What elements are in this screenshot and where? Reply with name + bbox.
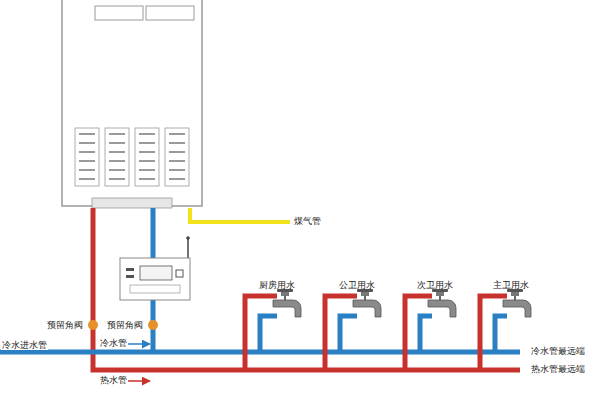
- outlet-label: 主卫用水: [492, 280, 530, 290]
- vent-slot: [165, 128, 189, 186]
- vent-slot: [139, 160, 155, 162]
- vent-slot: [135, 128, 159, 186]
- flow-arrow: [128, 380, 150, 382]
- outlet-label: 次卫用水: [416, 280, 454, 290]
- vent-slot: [169, 151, 185, 153]
- pipe-end-label: 冷水管最远端: [530, 346, 586, 356]
- vent-slot: [169, 142, 185, 144]
- pipe-label: 冷水管: [99, 338, 128, 348]
- gas-pipe-label: 煤气管: [293, 216, 322, 226]
- vent-slot: [139, 169, 155, 171]
- gas-pipe: [190, 208, 290, 222]
- vent-slot: [79, 169, 95, 171]
- vent-slot: [109, 133, 125, 135]
- vent-slot: [139, 151, 155, 153]
- cold-branch: [420, 316, 432, 352]
- faucet: [353, 289, 381, 317]
- vent-slot: [75, 128, 99, 186]
- cold-branch: [340, 316, 357, 352]
- angle-valve: [88, 320, 98, 330]
- valve-label: 预留角阀: [106, 320, 144, 330]
- pipe-label: 热水管: [99, 375, 128, 385]
- vent-slot: [79, 178, 95, 180]
- vent-slot: [139, 133, 155, 135]
- flow-arrow: [128, 343, 150, 345]
- outlet-label: 公卫用水: [338, 280, 376, 290]
- angle-valve: [148, 320, 158, 330]
- cold-branch: [260, 316, 277, 352]
- outlet-label: 厨房用水: [258, 280, 296, 290]
- vent-slot: [79, 142, 95, 144]
- vent-slot: [79, 160, 95, 162]
- hot-branch: [325, 296, 357, 370]
- vent-slot: [139, 178, 155, 180]
- cold-branch: [495, 316, 507, 352]
- vent-slot: [109, 178, 125, 180]
- vent-slot: [79, 151, 95, 153]
- vent-slot: [109, 169, 125, 171]
- hot-water-pipe: [93, 208, 520, 370]
- gas-water-heater: [62, 0, 202, 208]
- vent-slot: [169, 178, 185, 180]
- valve-label: 预留角阀: [46, 320, 84, 330]
- vent-slot: [169, 169, 185, 171]
- vent-slot: [169, 160, 185, 162]
- hot-branch: [245, 296, 277, 370]
- faucet: [503, 289, 531, 317]
- pump-controller: [120, 236, 190, 300]
- vent-slot: [169, 133, 185, 135]
- vent-slot: [109, 160, 125, 162]
- vent-slot: [109, 151, 125, 153]
- pipe-end-label: 热水管最远端: [530, 364, 586, 374]
- vent-slot: [139, 142, 155, 144]
- vent-slot: [79, 133, 95, 135]
- vent-slot: [109, 142, 125, 144]
- pipe-label: 冷水进水管: [1, 340, 48, 350]
- faucet: [428, 289, 456, 317]
- faucet: [273, 289, 301, 317]
- vent-slot: [105, 128, 129, 186]
